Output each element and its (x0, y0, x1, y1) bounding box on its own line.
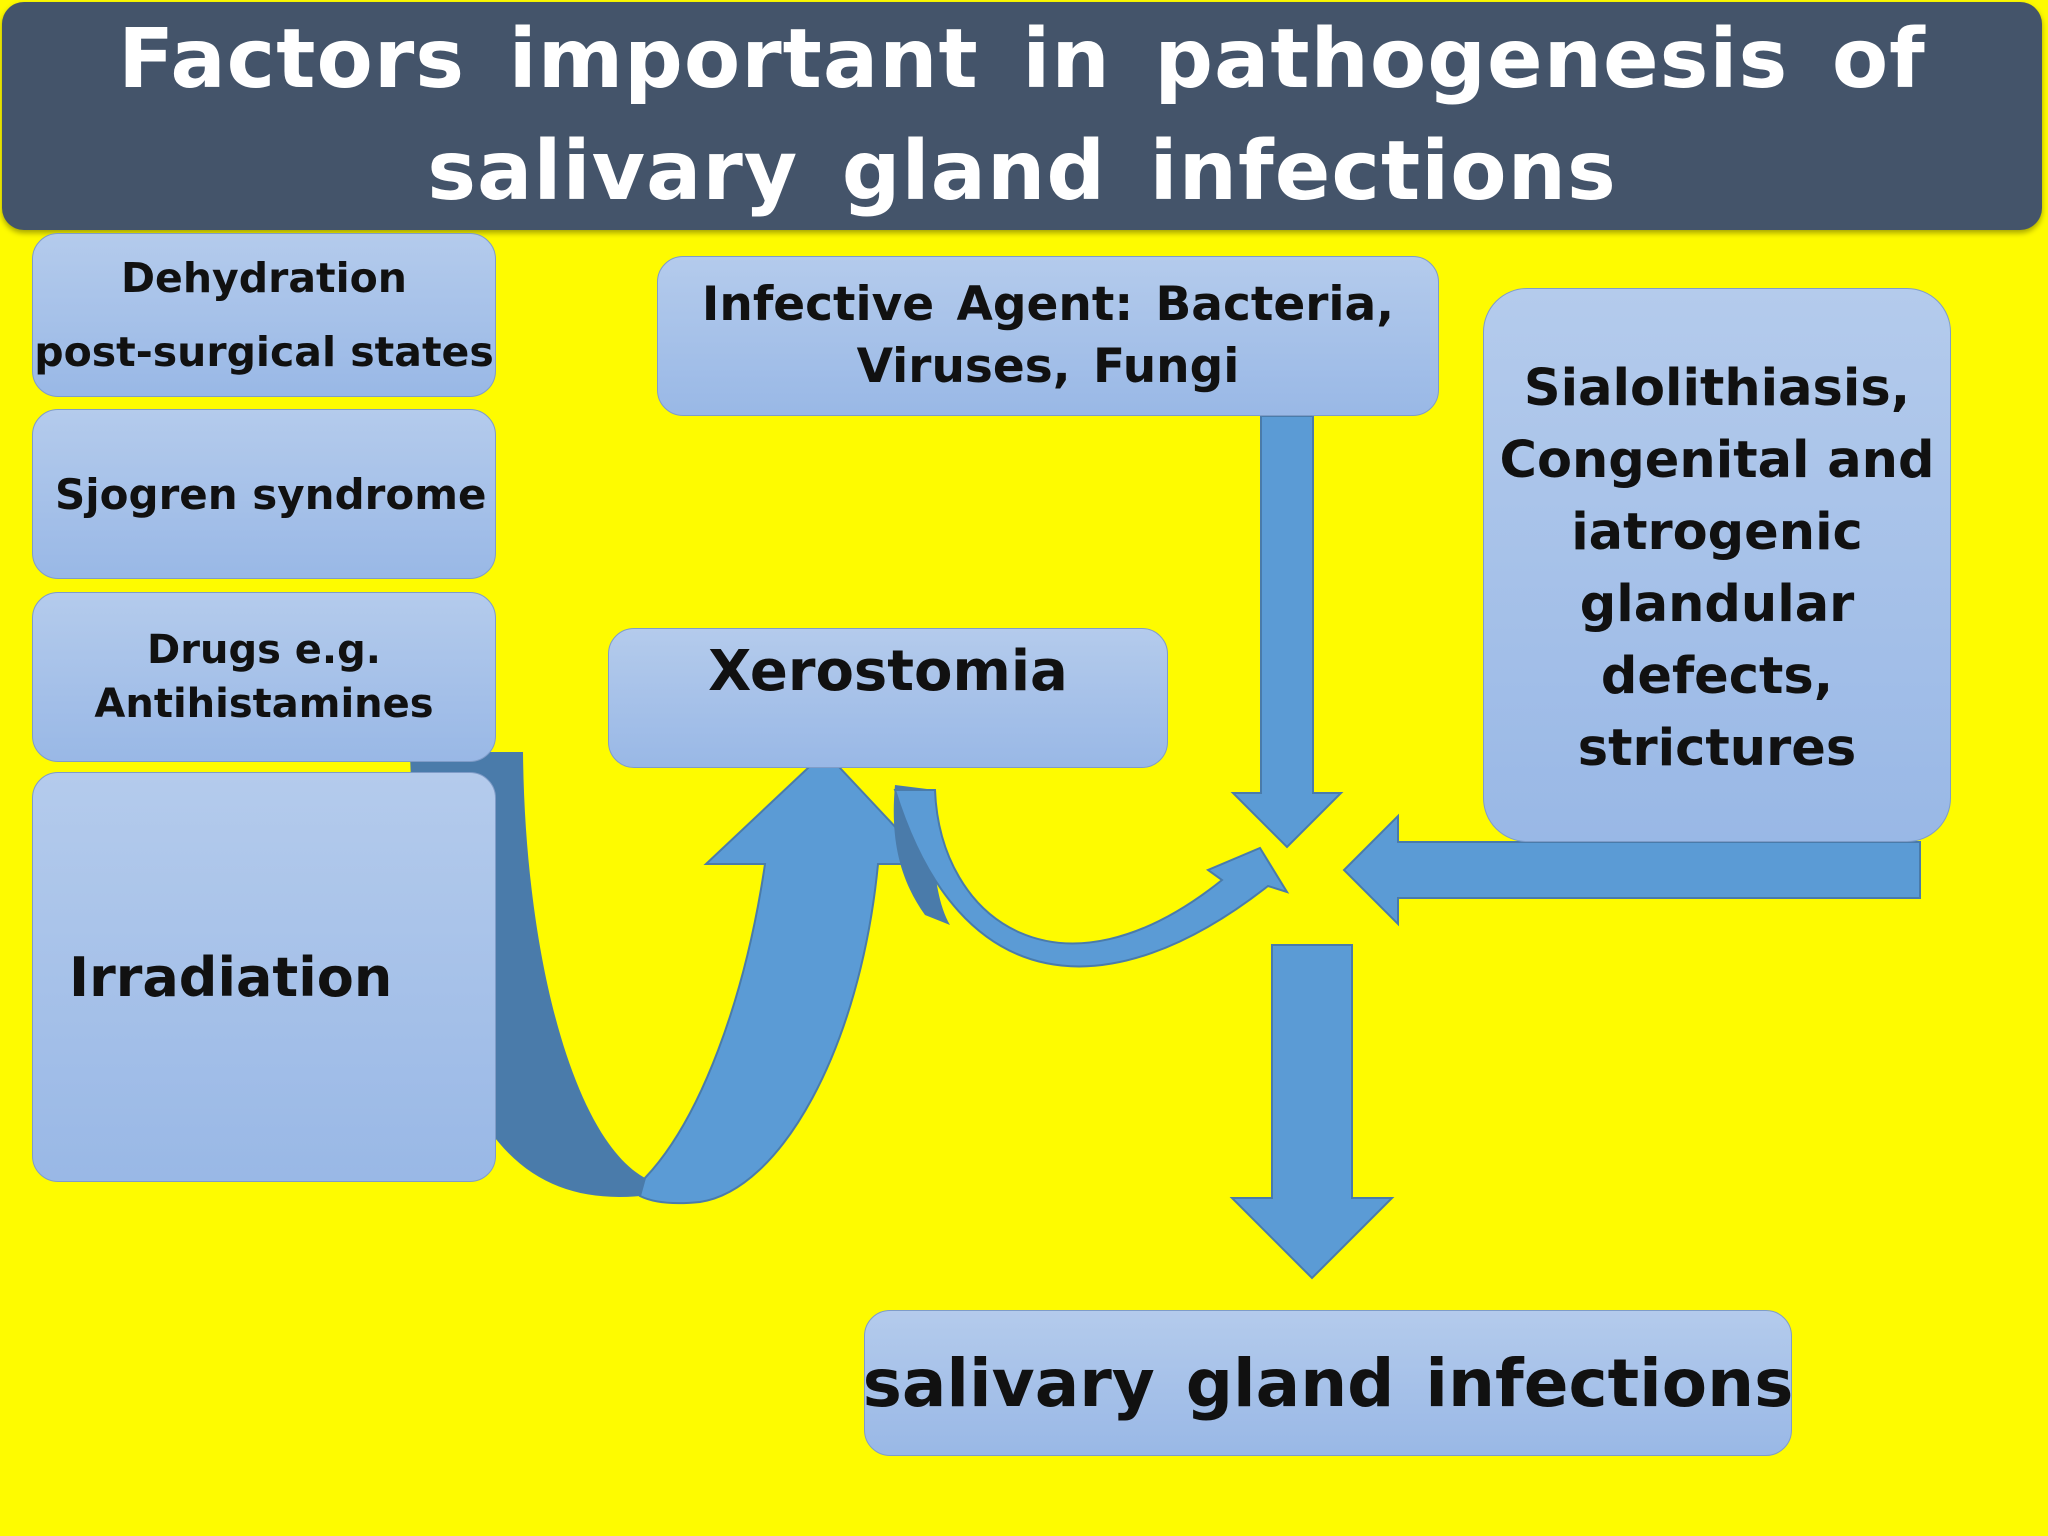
outcome-label: salivary gland infections (862, 1344, 1794, 1422)
infective-agent-line-2: Viruses, Fungi (856, 339, 1240, 394)
xerostomia-box: Xerostomia (608, 628, 1168, 768)
glandular-line: glandular (1579, 575, 1855, 634)
congenital-line: Congenital and (1499, 431, 1935, 490)
factor-sjogren-label: Sjogren syndrome (55, 469, 487, 519)
title-line-2: salivary gland infections (427, 124, 1617, 219)
factor-sjogren-box: Sjogren syndrome (32, 409, 496, 579)
sialolithiasis-line: Sialolithiasis, (1523, 359, 1911, 418)
curved-arrow-to-center-icon (893, 789, 1290, 968)
down-arrow-to-infections-icon (1229, 944, 1395, 1280)
left-arrow-from-sialolithiasis-icon (1342, 813, 1921, 927)
outcome-box: salivary gland infections (862, 1310, 1794, 1456)
factor-irradiation-label: Irradiation (69, 945, 393, 1009)
strictures-line: strictures (1577, 719, 1857, 778)
factor-antihistamines-label: Antihistamines (94, 681, 434, 727)
factor-drugs-box: Drugs e.g. Antihistamines (32, 592, 496, 762)
iatrogenic-line: iatrogenic (1571, 503, 1863, 562)
title-line-1: Factors important in pathogenesis of (118, 12, 1926, 107)
down-arrow-from-infective-icon (1230, 415, 1344, 849)
title-banner: Factors important in pathogenesis of sal… (2, 2, 2042, 230)
defects-line: defects, (1600, 647, 1834, 706)
factor-irradiation-box: Irradiation (32, 772, 496, 1182)
factor-dehydration-label: Dehydration (121, 254, 407, 302)
factor-post-surgical-label: post-surgical states (34, 328, 494, 376)
curved-arrow-to-xerostomia-icon (638, 750, 933, 1205)
factor-dehydration-box: Dehydration post-surgical states (32, 233, 496, 397)
sialolithiasis-box: Sialolithiasis, Congenital and iatrogeni… (1483, 288, 1951, 842)
infective-agent-line-1: Infective Agent: Bacteria, (701, 277, 1395, 332)
factor-drugs-label: Drugs e.g. (147, 627, 381, 673)
xerostomia-label: Xerostomia (708, 639, 1068, 704)
infective-agent-box: Infective Agent: Bacteria, Viruses, Fung… (657, 256, 1439, 416)
